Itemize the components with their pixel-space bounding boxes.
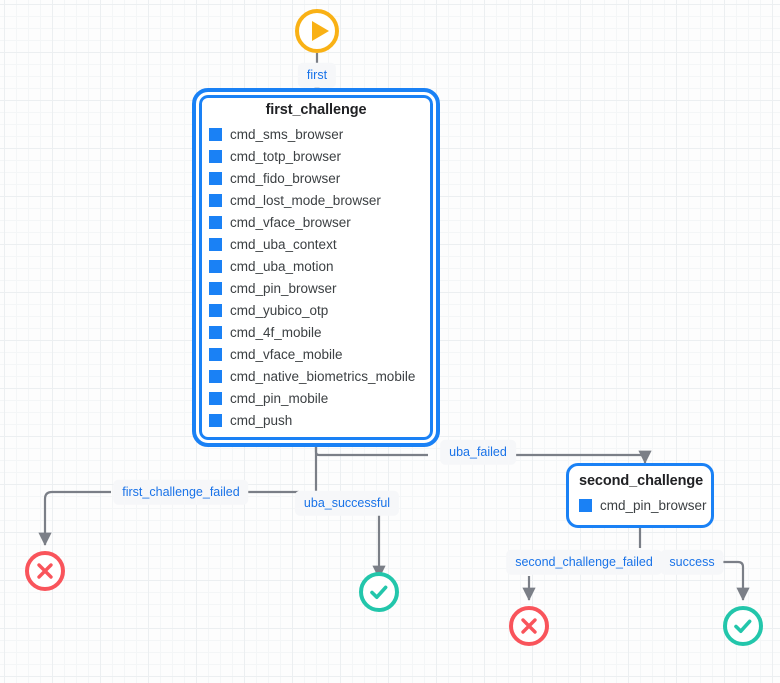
cross-icon <box>521 618 537 634</box>
item-swatch-icon <box>209 127 222 141</box>
item-swatch-icon <box>209 171 222 185</box>
node-item[interactable]: cmd_totp_browser <box>209 145 423 167</box>
node-first-challenge[interactable]: first_challenge cmd_sms_browser cmd_totp… <box>192 88 440 447</box>
node-item-label: cmd_vface_browser <box>230 214 351 230</box>
terminal-success[interactable] <box>723 606 763 646</box>
item-swatch-icon <box>209 369 222 383</box>
node-item[interactable]: cmd_pin_browser <box>579 494 707 516</box>
edge-label-first[interactable]: first <box>297 62 337 88</box>
node-item[interactable]: cmd_uba_motion <box>209 255 423 277</box>
node-item[interactable]: cmd_sms_browser <box>209 123 423 145</box>
node-item[interactable]: cmd_uba_context <box>209 233 423 255</box>
node-item-label: cmd_pin_browser <box>600 497 707 513</box>
node-item-list: cmd_pin_browser <box>579 494 707 516</box>
node-title: second_challenge <box>579 473 704 489</box>
node-second-challenge[interactable]: second_challenge cmd_pin_browser <box>566 463 714 528</box>
node-item[interactable]: cmd_vface_browser <box>209 211 423 233</box>
terminal-second-challenge-failed[interactable] <box>509 606 549 646</box>
node-item[interactable]: cmd_pin_mobile <box>209 387 423 409</box>
node-item[interactable]: cmd_lost_mode_browser <box>209 189 423 211</box>
start-node[interactable] <box>295 9 339 53</box>
node-item[interactable]: cmd_pin_browser <box>209 277 423 299</box>
item-swatch-icon <box>209 193 222 207</box>
edge-label-first-challenge-failed[interactable]: first_challenge_failed <box>113 479 249 505</box>
edge-label-second-challenge-failed[interactable]: second_challenge_failed <box>506 549 662 575</box>
item-swatch-icon <box>209 149 222 163</box>
node-item-label: cmd_uba_motion <box>230 258 334 274</box>
node-item[interactable]: cmd_4f_mobile <box>209 321 423 343</box>
cross-icon <box>37 563 53 579</box>
item-swatch-icon <box>209 237 222 251</box>
node-item-label: cmd_uba_context <box>230 236 337 252</box>
node-item-label: cmd_pin_browser <box>230 280 337 296</box>
node-item[interactable]: cmd_fido_browser <box>209 167 423 189</box>
item-swatch-icon <box>209 303 222 317</box>
item-swatch-icon <box>209 413 222 427</box>
item-swatch-icon <box>209 347 222 361</box>
edge-label-success[interactable]: success <box>660 549 724 575</box>
node-item[interactable]: cmd_push <box>209 409 423 431</box>
check-icon <box>734 619 752 633</box>
terminal-first-challenge-failed[interactable] <box>25 551 65 591</box>
edge-first-challenge-failed-to-terminal <box>38 490 111 546</box>
node-item-label: cmd_pin_mobile <box>230 390 329 406</box>
item-swatch-icon <box>209 391 222 405</box>
item-swatch-icon <box>209 215 222 229</box>
node-item-label: cmd_fido_browser <box>230 170 341 186</box>
edge-label-uba-failed[interactable]: uba_failed <box>440 439 516 465</box>
item-swatch-icon <box>209 281 222 295</box>
node-item-label: cmd_totp_browser <box>230 148 342 164</box>
node-item-label: cmd_vface_mobile <box>230 346 343 362</box>
node-item-label: cmd_push <box>230 412 293 428</box>
node-item[interactable]: cmd_native_biometrics_mobile <box>209 365 423 387</box>
node-item-label: cmd_4f_mobile <box>230 324 322 340</box>
item-swatch-icon <box>579 498 592 512</box>
node-item-label: cmd_lost_mode_browser <box>230 192 381 208</box>
edge-label-uba-successful[interactable]: uba_successful <box>294 490 400 516</box>
play-icon <box>311 21 329 41</box>
item-swatch-icon <box>209 325 222 339</box>
check-icon <box>370 585 388 599</box>
node-item-list: cmd_sms_browser cmd_totp_browser cmd_fid… <box>209 123 423 431</box>
node-item-label: cmd_sms_browser <box>230 126 344 142</box>
terminal-uba-successful[interactable] <box>359 572 399 612</box>
node-item-label: cmd_yubico_otp <box>230 302 329 318</box>
edge-uba-failed-right <box>505 450 652 464</box>
edge-uba-failed-left <box>314 441 428 457</box>
node-item[interactable]: cmd_yubico_otp <box>209 299 423 321</box>
node-item-label: cmd_native_biometrics_mobile <box>230 368 416 384</box>
node-title: first_challenge <box>265 102 367 118</box>
item-swatch-icon <box>209 259 222 273</box>
node-item[interactable]: cmd_vface_mobile <box>209 343 423 365</box>
